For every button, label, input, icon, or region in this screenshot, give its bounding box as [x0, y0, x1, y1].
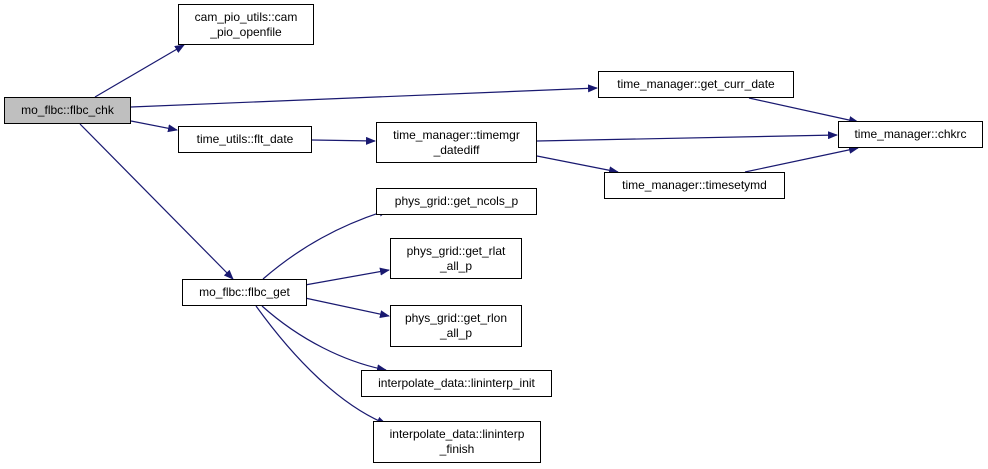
edge-flbc-get-to-get-rlat-all-p	[304, 267, 390, 286]
node-time-manager-timesetymd[interactable]: time_manager::timesetymd	[604, 172, 785, 199]
node-mo-flbc-flbc-chk: mo_flbc::flbc_chk	[4, 97, 131, 124]
edge-flbc-get-to-lininterp-init	[261, 305, 387, 373]
node-label: phys_grid::get_rlat _all_p	[406, 243, 506, 273]
node-phys-grid-get-ncols-p[interactable]: phys_grid::get_ncols_p	[376, 188, 537, 215]
node-label: mo_flbc::flbc_chk	[21, 103, 114, 117]
node-time-manager-timemgr-datediff[interactable]: time_manager::timemgr _datediff	[376, 122, 537, 163]
node-label: interpolate_data::lininterp_init	[378, 376, 535, 390]
edge-flbc-get-to-get-rlon-all-p	[304, 297, 390, 319]
edge-flbc-chk-to-cam-pio-openfile	[94, 44, 185, 98]
node-time-manager-chkrc[interactable]: time_manager::chkrc	[838, 121, 983, 148]
node-label: mo_flbc::flbc_get	[199, 285, 290, 299]
node-phys-grid-get-rlon-all-p[interactable]: phys_grid::get_rlon _all_p	[390, 305, 522, 347]
node-time-manager-get-curr-date[interactable]: time_manager::get_curr_date	[598, 71, 794, 98]
node-label: time_manager::chkrc	[854, 127, 967, 141]
node-label: interpolate_data::lininterp _finish	[389, 427, 525, 456]
edge-flt-date-to-timemgr-datediff	[311, 136, 376, 145]
node-label: phys_grid::get_rlon _all_p	[404, 311, 508, 340]
node-interpolate-data-lininterp-finish[interactable]: interpolate_data::lininterp _finish	[373, 421, 541, 463]
edge-flbc-get-to-lininterp-finish	[255, 305, 387, 425]
node-label: time_utils::flt_date	[196, 132, 294, 146]
edge-flbc-get-to-get-ncols-p	[262, 208, 389, 280]
edge-flbc-chk-to-flt-date	[130, 120, 178, 133]
node-label: cam_pio_utils::cam _pio_openfile	[194, 9, 298, 39]
edge-timemgr-datediff-to-timesetymd	[536, 155, 619, 175]
node-label: time_manager::timemgr _datediff	[393, 127, 520, 157]
node-label: time_manager::timesetymd	[622, 178, 767, 192]
node-label: phys_grid::get_ncols_p	[394, 194, 519, 208]
node-interpolate-data-lininterp-init[interactable]: interpolate_data::lininterp_init	[361, 370, 552, 397]
edge-get-curr-date-to-chkrc	[748, 97, 859, 124]
node-time-utils-flt-date[interactable]: time_utils::flt_date	[178, 126, 312, 153]
edge-flbc-chk-to-get-curr-date	[130, 84, 598, 108]
node-phys-grid-get-rlat-all-p[interactable]: phys_grid::get_rlat _all_p	[390, 238, 522, 279]
node-mo-flbc-flbc-get[interactable]: mo_flbc::flbc_get	[182, 279, 307, 306]
edge-timesetymd-to-chkrc	[744, 145, 859, 173]
node-cam-pio-utils-cam-pio-openfile[interactable]: cam_pio_utils::cam _pio_openfile	[178, 4, 314, 45]
edge-flbc-chk-to-flbc-get	[79, 123, 234, 280]
node-label: time_manager::get_curr_date	[617, 77, 775, 91]
edge-timemgr-datediff-to-chkrc	[536, 131, 838, 142]
